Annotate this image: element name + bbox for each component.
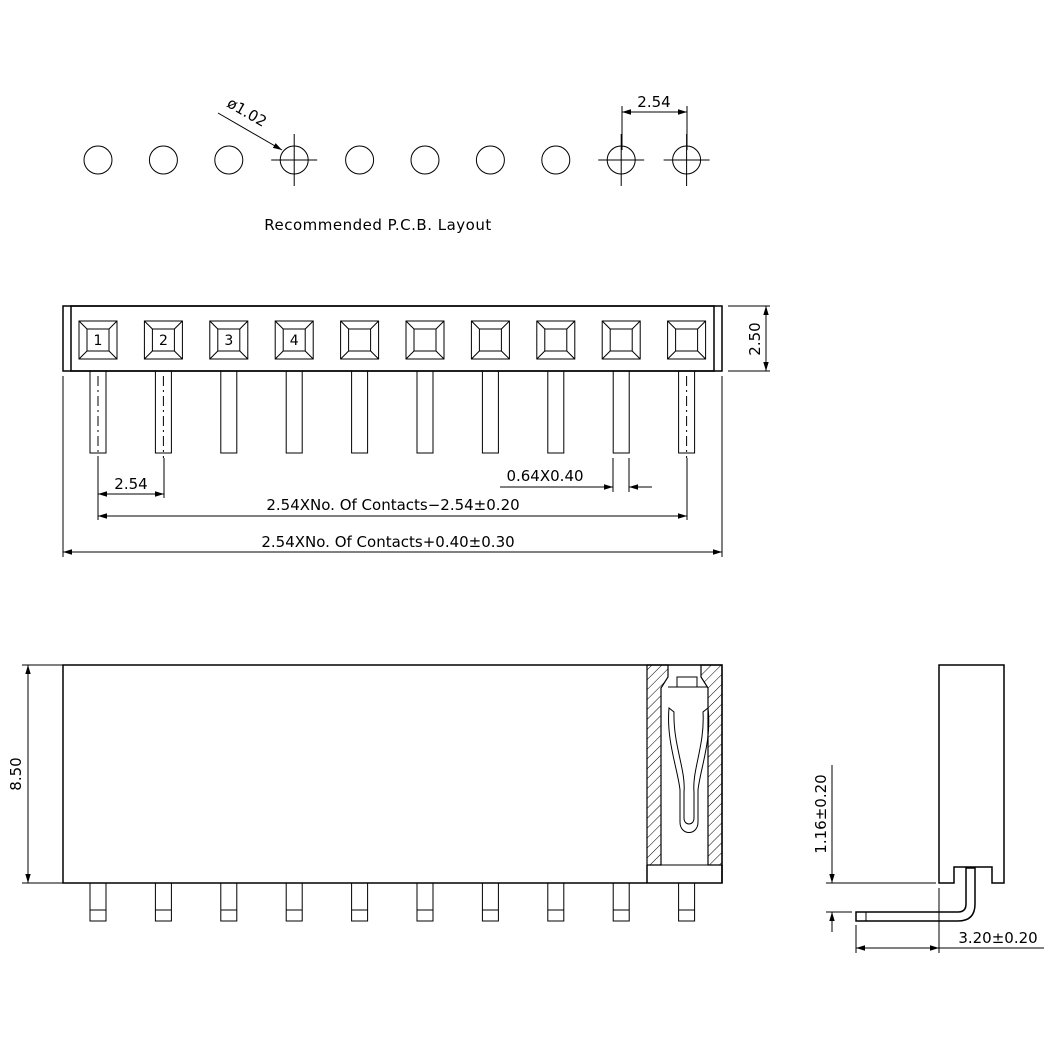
hole-diameter-label: ø1.02 — [224, 94, 270, 131]
top-view-pin — [220, 370, 238, 454]
overall-length-label: 2.54XNo. Of Contacts+0.40±0.30 — [261, 533, 514, 551]
top-height-label: 2.50 — [746, 322, 764, 355]
top-view-pin — [416, 370, 434, 454]
top-view: 1 2 3 4 2.50 2.54 0.64X0.40 2.54XNo. Of Con… — [62, 305, 770, 557]
hole-diameter-leader — [217, 112, 283, 151]
contact-opening — [667, 320, 707, 360]
top-pitch-label: 2.54 — [114, 475, 147, 493]
front-view-pin — [547, 882, 565, 922]
contact-openings: 1 2 3 4 — [78, 320, 707, 360]
side-view: 1.16±0.20 3.20±0.20 — [812, 664, 1044, 953]
contact-opening: 1 — [78, 320, 118, 360]
top-view-body-inner — [70, 305, 715, 372]
top-view-pin — [547, 370, 565, 454]
top-view-pin — [481, 370, 499, 454]
pin-number-label: 3 — [224, 333, 233, 349]
front-view-pin — [89, 882, 107, 922]
contact-opening — [340, 320, 380, 360]
pin-number-label: 2 — [159, 333, 168, 349]
side-view-pin — [855, 867, 976, 922]
top-view-pin — [89, 370, 107, 458]
front-view-pin — [416, 882, 434, 922]
pcb-hole — [214, 145, 244, 175]
side-view-body — [938, 664, 1005, 884]
pcb-layout-title: Recommended P.C.B. Layout — [264, 216, 491, 234]
pcb-hole — [83, 145, 113, 175]
front-view-body — [62, 664, 723, 884]
pcb-pitch-label: 2.54 — [637, 93, 670, 111]
front-view-pin — [154, 882, 172, 922]
top-view-pins — [89, 370, 696, 458]
contact-opening: 2 — [143, 320, 183, 360]
pcb-hole — [598, 134, 645, 186]
front-view-pins — [89, 882, 696, 922]
top-view-pin — [154, 370, 172, 458]
pcb-holes — [83, 134, 710, 186]
top-view-pin — [285, 370, 303, 454]
pcb-layout: ø1.02 2.54 Recommended P.C.B. Layout — [83, 93, 710, 234]
front-view-pin — [285, 882, 303, 922]
contact-opening — [536, 320, 576, 360]
top-view-pin — [612, 370, 630, 454]
front-view-pin — [678, 882, 696, 922]
pcb-hole — [148, 145, 178, 175]
front-view-pin — [351, 882, 369, 922]
front-view-pin — [612, 882, 630, 922]
pcb-hole — [541, 145, 571, 175]
contact-opening — [405, 320, 445, 360]
contact-opening: 4 — [274, 320, 314, 360]
top-view-pin — [351, 370, 369, 454]
pcb-hole — [475, 145, 505, 175]
front-height-label: 8.50 — [7, 757, 25, 790]
pin-number-label: 4 — [290, 333, 299, 349]
top-view-pin — [678, 370, 696, 458]
pcb-hole — [410, 145, 440, 175]
front-view-pin — [481, 882, 499, 922]
contact-opening: 3 — [209, 320, 249, 360]
pin-size-label: 0.64X0.40 — [506, 467, 583, 485]
pin-number-label: 1 — [94, 333, 103, 349]
contact-opening — [601, 320, 641, 360]
span-label: 2.54XNo. Of Contacts−2.54±0.20 — [266, 496, 519, 514]
pin-length-label: 3.20±0.20 — [958, 929, 1037, 947]
front-view-pin — [220, 882, 238, 922]
standoff-label: 1.16±0.20 — [812, 774, 830, 853]
contact-section — [646, 664, 723, 883]
pcb-hole — [271, 134, 318, 186]
pcb-hole — [345, 145, 375, 175]
contact-opening — [470, 320, 510, 360]
front-view: 8.50 — [7, 664, 723, 922]
